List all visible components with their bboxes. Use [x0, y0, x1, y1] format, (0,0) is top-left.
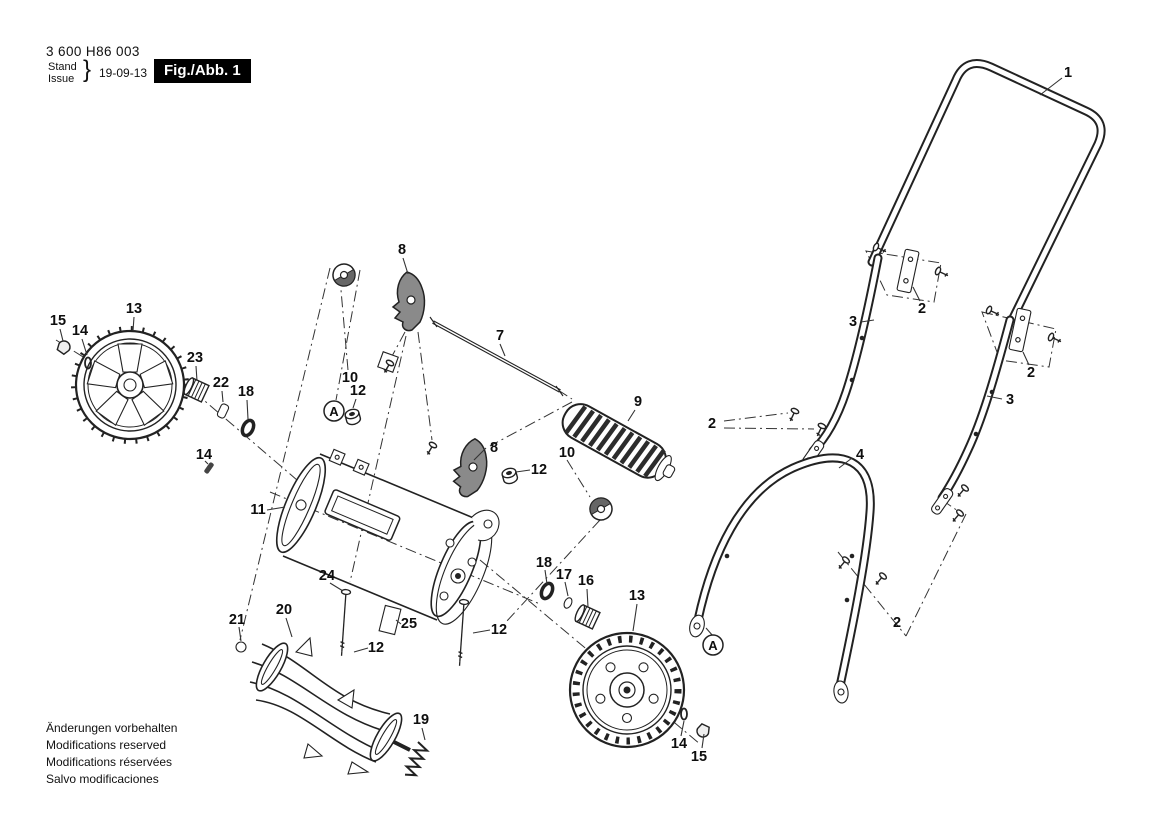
screw-icon [423, 440, 439, 458]
part-callout-15: 15 [691, 749, 707, 765]
mower-housing [275, 448, 500, 625]
axle-pin [204, 462, 214, 474]
part-callout-4: 4 [856, 447, 864, 463]
part-callouts: 1232324287913151423221814101281210112418… [50, 65, 1072, 765]
footer-line-de: Änderungen vorbehalten [46, 721, 178, 735]
part-callout-18: 18 [536, 555, 552, 571]
leader-lines [59, 77, 1063, 749]
part-callout-18: 18 [238, 384, 254, 400]
screw-icon [933, 265, 951, 280]
part-callout-10: 10 [559, 445, 575, 461]
part-callout-25: 25 [401, 616, 417, 632]
retaining-ring [235, 641, 247, 653]
footer-line-es: Salvo modificaciones [46, 772, 159, 786]
washer [680, 707, 688, 721]
part-callout-2: 2 [918, 301, 926, 317]
left-wheel-assembly [54, 326, 258, 474]
right-wheel-assembly [537, 579, 712, 749]
part-callout-2: 2 [1027, 365, 1035, 381]
part-callout-2: 2 [708, 416, 716, 432]
frame-eyelet [833, 680, 849, 704]
pinion-gear [572, 603, 601, 630]
part-callout-14: 14 [72, 323, 88, 339]
svg-text:A: A [329, 404, 339, 419]
bearing-ring [537, 579, 557, 603]
lower-frame [689, 458, 870, 704]
part-callout-24: 24 [319, 568, 335, 584]
construction-lines [55, 250, 1057, 745]
blade-reel [249, 636, 411, 775]
clamp-plate [1008, 307, 1032, 353]
frame-eyelet [689, 614, 705, 638]
right-wheel [568, 631, 686, 749]
part-callout-12: 12 [350, 383, 366, 399]
part-callout-12: 12 [531, 462, 547, 478]
footer-line-en: Modifications reserved [46, 738, 167, 752]
part-callout-10: 10 [342, 370, 358, 386]
part-callout-7: 7 [496, 328, 504, 344]
part-callout-15: 15 [50, 313, 66, 329]
ratchet-clip [392, 271, 426, 332]
screw-icon [984, 304, 1002, 319]
part-callout-13: 13 [126, 301, 142, 317]
svg-text:A: A [708, 638, 718, 653]
long-screw [454, 598, 470, 667]
ratchet-clips [377, 271, 493, 501]
part-callout-19: 19 [413, 712, 429, 728]
part-callout-23: 23 [187, 350, 203, 366]
detail-markers: AA [323, 400, 724, 656]
part-callout-2: 2 [893, 615, 901, 631]
part-callout-1: 1 [1064, 65, 1072, 81]
screw-icon [835, 555, 852, 572]
ratchet-clip [448, 435, 493, 501]
footer-line-fr: Modifications réservées [46, 755, 173, 769]
detail-marker-A: A [323, 400, 345, 422]
screw-icon [786, 406, 801, 424]
part-callout-20: 20 [276, 602, 292, 618]
round-knob [328, 259, 360, 291]
part-callout-13: 13 [629, 588, 645, 604]
spacer-ring [563, 597, 573, 609]
grip-roller [561, 403, 676, 482]
tube-end-bracket [931, 488, 954, 515]
cap-nut [343, 407, 363, 427]
part-callout-3: 3 [1006, 392, 1014, 408]
lower-handle-tubes [802, 258, 1010, 515]
blade-reel-assembly [249, 636, 430, 777]
part-callout-12: 12 [368, 640, 384, 656]
part-callout-3: 3 [849, 314, 857, 330]
screw-icon [872, 571, 889, 588]
long-screw [336, 588, 352, 657]
handle-clamps [786, 241, 1064, 588]
screw-icon [1046, 331, 1064, 346]
screw-icon [954, 483, 971, 500]
spacer-plate [378, 604, 402, 636]
part-callout-22: 22 [213, 375, 229, 391]
detail-marker-A: A [702, 634, 724, 656]
part-callout-8: 8 [490, 440, 498, 456]
part-callout-8: 8 [398, 242, 406, 258]
part-callout-14: 14 [671, 736, 687, 752]
part-callout-14: 14 [196, 447, 212, 463]
clamp-plate [896, 248, 920, 294]
part-callout-21: 21 [229, 612, 245, 628]
left-wheel [71, 326, 189, 444]
part-callout-11: 11 [250, 502, 265, 518]
adjust-rod [429, 316, 564, 397]
legal-footer: Änderungen vorbehalten Modifications res… [46, 720, 177, 788]
drive-pin [216, 403, 230, 419]
part-callout-9: 9 [634, 394, 642, 410]
part-callout-12: 12 [491, 622, 507, 638]
spring [403, 741, 430, 777]
bearing-ring [238, 416, 258, 440]
part-callout-17: 17 [556, 567, 572, 583]
fasteners [235, 588, 470, 667]
cap-nut [500, 466, 520, 486]
round-knob [585, 493, 617, 525]
part-callout-16: 16 [578, 573, 594, 589]
hub-cap [694, 722, 712, 740]
